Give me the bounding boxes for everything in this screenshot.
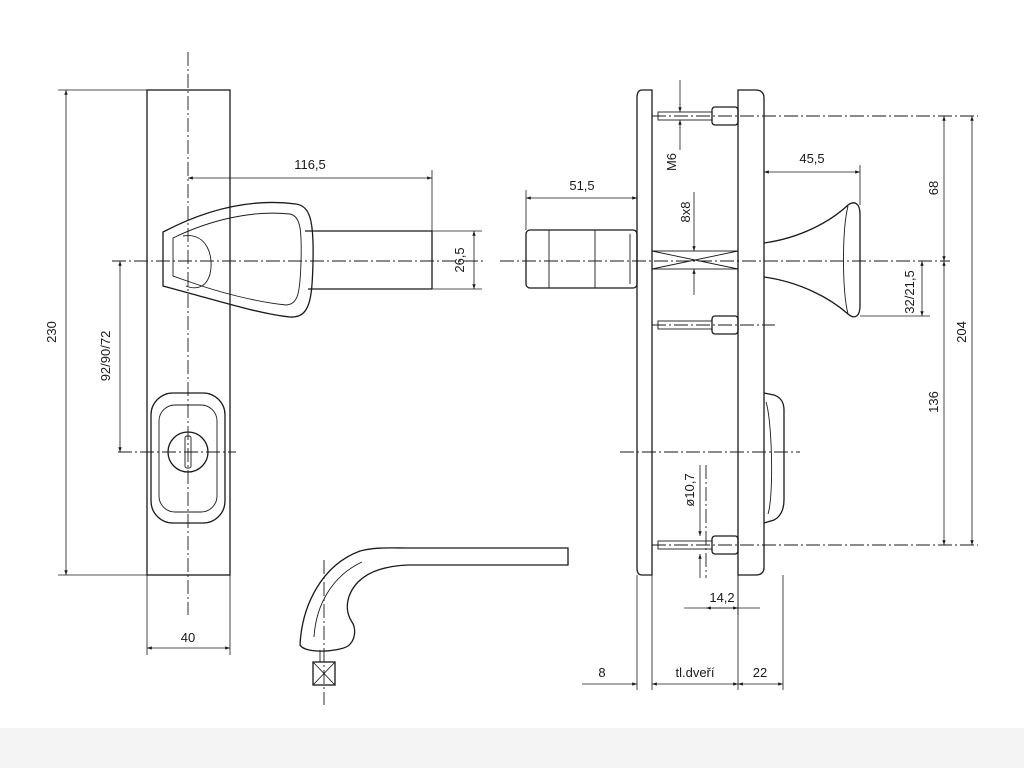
middle-screw-head [711,315,739,335]
front-view: 230 40 116,5 26,5 92/90/72 [44,52,485,655]
knob-inner-curve [843,205,849,315]
dim-14-label: 14,2 [709,590,734,605]
lower-screw-head [711,535,739,555]
dim-68-label: 68 [926,181,941,195]
lever-square-socket [312,661,336,686]
dim-m6-label: M6 [664,153,679,171]
cylinder-cover [763,392,785,524]
handle-neck-curve [182,235,212,289]
side-view: 51,5 M6 8x8 45,5 68 32/21,5 204 136 ø10,… [500,80,978,690]
lever-profile-outer [299,547,569,652]
spindle-cross-b [651,250,739,270]
dim-51-label: 51,5 [569,178,594,193]
dim-32-label: 32/21,5 [902,270,917,313]
socket-cross-b [312,661,336,686]
front-plate [146,89,231,576]
dim-8-label: 8 [598,665,605,680]
dim-10-label: ø10,7 [682,473,697,506]
inner-plate [737,89,765,576]
outer-plate [636,89,653,576]
handle-inner-outline [172,212,302,306]
dim-door-label: tl.dveří [675,665,714,680]
footer-band [0,728,1024,768]
cylinder-cover-inner [765,401,773,515]
lever-profile-inner [313,561,363,638]
inner-knob [763,202,861,318]
dim-22-label: 22 [753,665,767,680]
handle-outline [162,201,314,318]
dim-136-label: 136 [926,391,941,413]
key-rosette-inner [158,404,218,513]
dim-40-label: 40 [181,630,195,645]
bottom-view [299,547,569,705]
dim-8x8-label: 8x8 [678,202,693,223]
dim-92-label: 92/90/72 [98,331,113,382]
outer-rosette [525,229,638,289]
dim-204-label: 204 [954,321,969,343]
key-rosette-outer [150,392,226,524]
top-screw-head [711,106,739,126]
dim-45-label: 45,5 [799,151,824,166]
dim-230-label: 230 [44,321,59,343]
dim-116-label: 116,5 [294,157,326,172]
dim-26-label: 26,5 [452,247,467,272]
